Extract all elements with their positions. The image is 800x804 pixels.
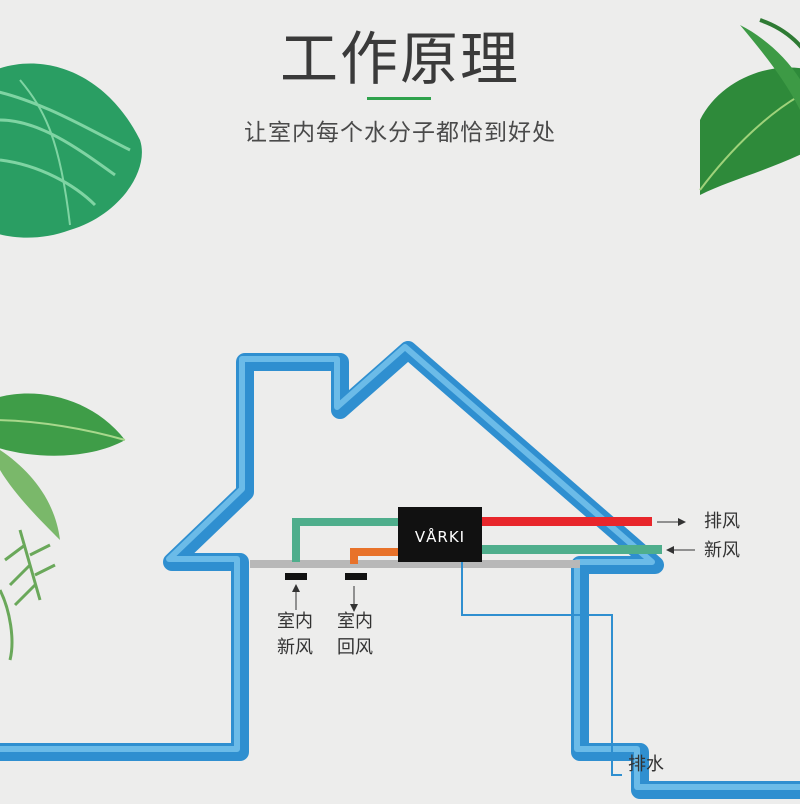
indoor-return-label-line2: 回风 [337,637,373,658]
page-title: 工作原理 [279,25,520,93]
indoor-return-vent [345,573,367,580]
exhaust-duct [482,517,652,526]
exhaust-arrow-icon [657,518,686,526]
indoor-return-duct [350,548,400,564]
erv-unit [398,507,482,562]
indoor-fresh-label-line1: 室内 [277,611,313,632]
house-outline [0,341,800,799]
ceiling-panel [250,560,580,568]
page-subtitle: 让室内每个水分子都恰到好处 [244,120,556,146]
fresh-air-arrow-icon [666,546,695,554]
indoor-return-label-line1: 室内 [337,611,373,632]
indoor-fresh-vent [285,573,307,580]
leaf-top-left-icon [0,63,142,238]
indoor-return-arrow-icon [350,586,358,612]
title-underline [367,97,431,100]
indoor-fresh-arrow-icon [292,584,300,610]
indoor-fresh-label: 室内 新风 [277,609,313,661]
exhaust-label: 排风 [704,511,740,532]
leaf-left-middle-icon [0,393,126,661]
indoor-fresh-duct [292,518,400,562]
leaf-top-right-icon [699,18,800,195]
fresh-air-duct [482,545,662,554]
fresh-air-label: 新风 [704,540,740,561]
indoor-return-label: 室内 回风 [337,609,373,661]
drain-label: 排水 [628,754,664,775]
unit-brand-label: VÅRKI [415,527,465,546]
drain-pipe [461,560,622,776]
indoor-fresh-label-line2: 新风 [277,637,313,658]
